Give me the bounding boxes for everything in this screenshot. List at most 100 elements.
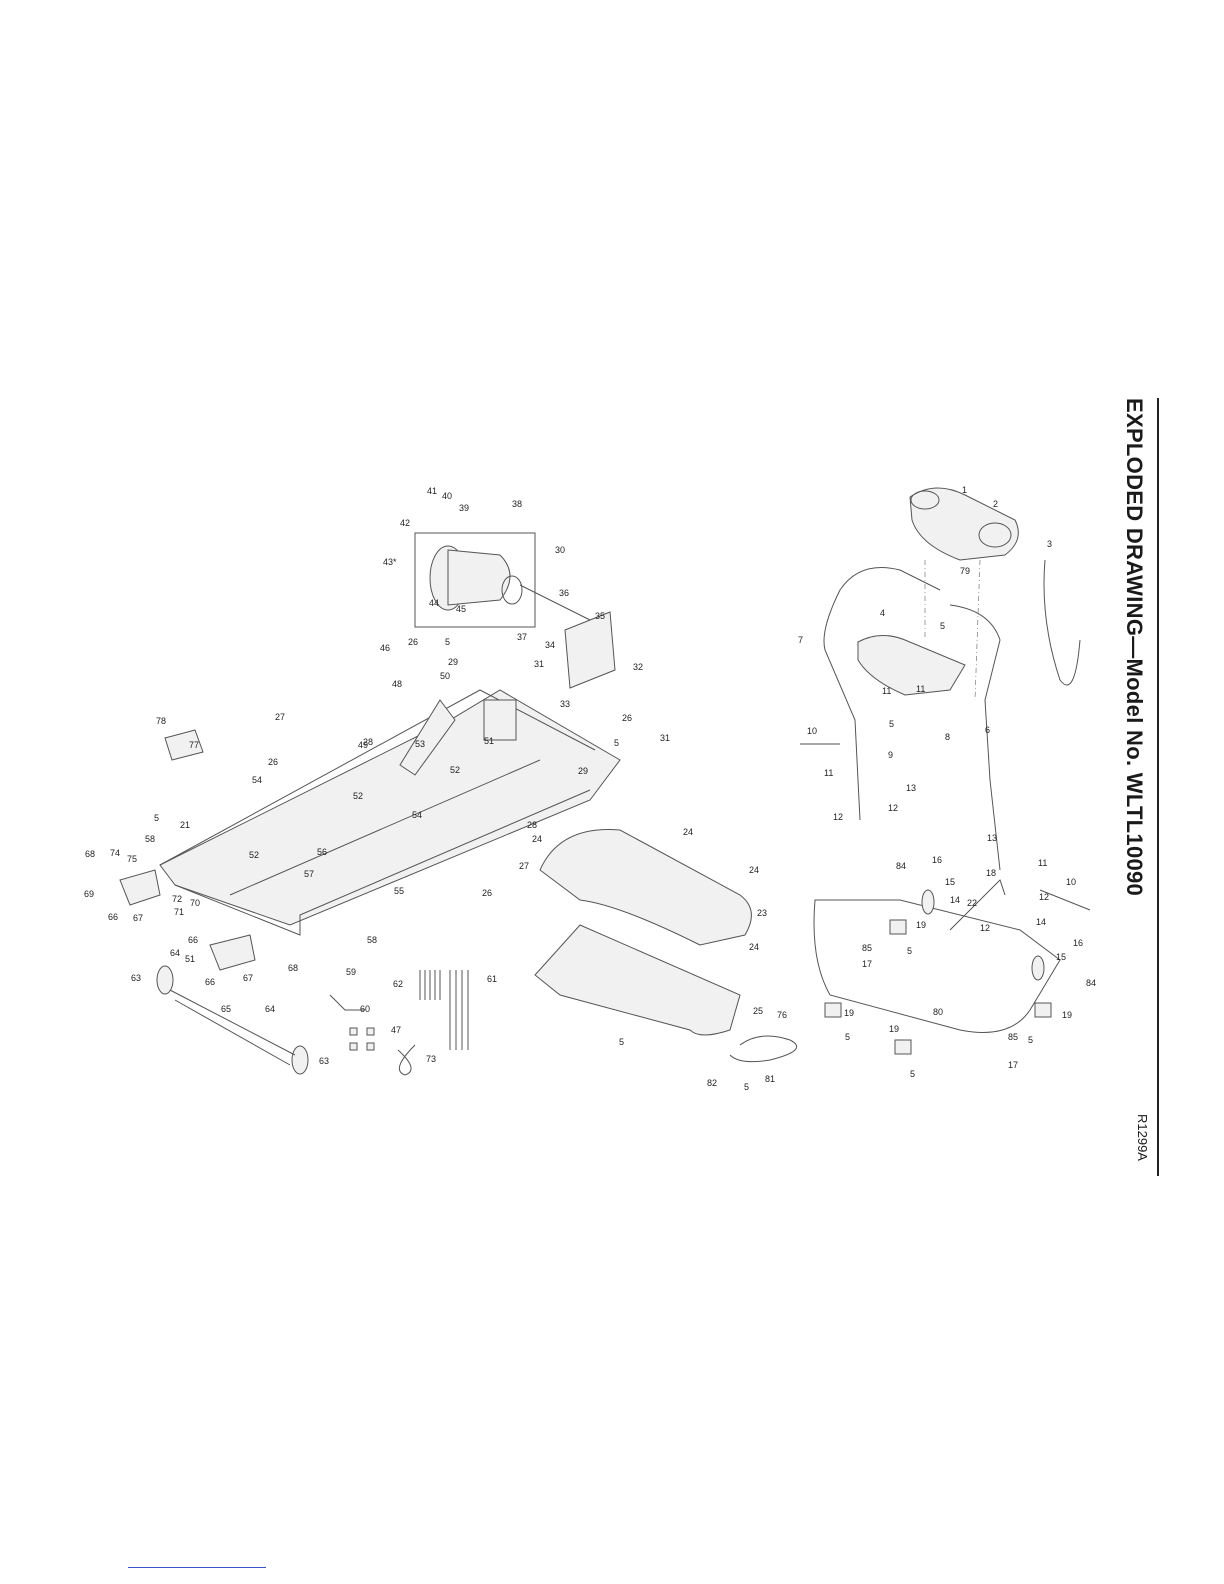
callout-label: 5 [619, 1037, 624, 1047]
callout-label: 12 [888, 803, 898, 813]
callout-label: 44 [429, 598, 439, 608]
callout-label: 2 [993, 499, 998, 509]
callout-label: 26 [482, 888, 492, 898]
callout-label: 40 [442, 491, 452, 501]
callout-label: 73 [426, 1054, 436, 1064]
callout-label: 19 [889, 1024, 899, 1034]
hardware [329, 970, 469, 1076]
callout-label: 9 [888, 750, 893, 760]
hood-assembly [534, 829, 798, 1063]
base-frame [119, 611, 621, 1075]
callout-label: 64 [265, 1004, 275, 1014]
callout-label: 42 [400, 518, 410, 528]
callout-label: 23 [757, 908, 767, 918]
callout-label: 10 [1066, 877, 1076, 887]
callout-label: 24 [532, 834, 542, 844]
callout-label: 41 [427, 486, 437, 496]
callout-label: 27 [519, 861, 529, 871]
callout-label: 12 [980, 923, 990, 933]
callout-label: 38 [512, 499, 522, 509]
callout-label: 47 [391, 1025, 401, 1035]
callout-label: 80 [933, 1007, 943, 1017]
callout-label: 46 [380, 643, 390, 653]
callout-label: 15 [945, 877, 955, 887]
callout-label: 72 [172, 894, 182, 904]
callout-label: 5 [940, 621, 945, 631]
callout-label: 29 [448, 657, 458, 667]
callout-label: 57 [304, 869, 314, 879]
callout-label: 50 [440, 671, 450, 681]
callout-label: 64 [170, 948, 180, 958]
callout-label: 39 [459, 503, 469, 513]
callout-label: 71 [174, 907, 184, 917]
callout-label: 58 [145, 834, 155, 844]
callout-label: 14 [950, 895, 960, 905]
callout-label: 74 [110, 848, 120, 858]
callout-label: 21 [180, 820, 190, 830]
callout-label: 34 [545, 640, 555, 650]
callout-label: 68 [288, 963, 298, 973]
callout-label: 67 [243, 973, 253, 983]
callout-label: 16 [932, 855, 942, 865]
callout-label: 4 [880, 608, 885, 618]
callout-label: 19 [916, 920, 926, 930]
callout-label: 29 [578, 766, 588, 776]
title-rule [1157, 398, 1159, 1176]
callout-label: 79 [960, 566, 970, 576]
callout-label: 1 [962, 485, 967, 495]
callout-label: 15 [1056, 952, 1066, 962]
callout-label: 61 [487, 974, 497, 984]
callout-label: 77 [189, 740, 199, 750]
callout-label: 55 [394, 886, 404, 896]
callout-label: 24 [749, 942, 759, 952]
callout-label: 32 [633, 662, 643, 672]
callout-label: 12 [833, 812, 843, 822]
callout-label: 52 [353, 791, 363, 801]
callout-label: 51 [484, 736, 494, 746]
callout-label: 63 [319, 1056, 329, 1066]
footer-link-underline[interactable] [128, 1567, 266, 1568]
callout-label: 54 [252, 775, 262, 785]
callout-label: 67 [133, 913, 143, 923]
callout-label: 59 [346, 967, 356, 977]
callout-label: 3 [1047, 539, 1052, 549]
callout-label: 7 [798, 635, 803, 645]
callout-label: 5 [445, 637, 450, 647]
callout-label: 12 [1039, 892, 1049, 902]
callout-label: 28 [527, 820, 537, 830]
callout-label: 81 [765, 1074, 775, 1084]
callout-label: 26 [408, 637, 418, 647]
callout-label: 62 [393, 979, 403, 989]
callout-label: 24 [749, 865, 759, 875]
callout-label: 13 [987, 833, 997, 843]
callout-label: 85 [1008, 1032, 1018, 1042]
callout-label: 11 [1038, 858, 1047, 868]
callout-label: 53 [415, 739, 425, 749]
callout-label: 31 [534, 659, 544, 669]
callout-label: 52 [249, 850, 259, 860]
callout-label: 11 [882, 686, 891, 696]
callout-label: 68 [85, 849, 95, 859]
callout-label: 14 [1036, 917, 1046, 927]
callout-label: 19 [844, 1008, 854, 1018]
callout-label: 5 [907, 946, 912, 956]
callout-label: 66 [108, 912, 118, 922]
callout-label: 66 [205, 977, 215, 987]
callout-label: 60 [360, 1004, 370, 1014]
callout-label: 11 [824, 768, 833, 778]
callout-label: 63 [131, 973, 141, 983]
callout-label: 5 [1028, 1035, 1033, 1045]
callout-label: 17 [862, 959, 872, 969]
callout-label: 17 [1008, 1060, 1018, 1070]
callout-label: 16 [1073, 938, 1083, 948]
callout-label: 11 [916, 684, 925, 694]
callout-label: 13 [906, 783, 916, 793]
callout-label: 45 [456, 604, 466, 614]
upright-assembly [800, 487, 1091, 1055]
callout-label: 51 [185, 954, 195, 964]
callout-label: 30 [555, 545, 565, 555]
callout-label: 76 [777, 1010, 787, 1020]
callout-label: 84 [1086, 978, 1096, 988]
callout-label: 5 [845, 1032, 850, 1042]
